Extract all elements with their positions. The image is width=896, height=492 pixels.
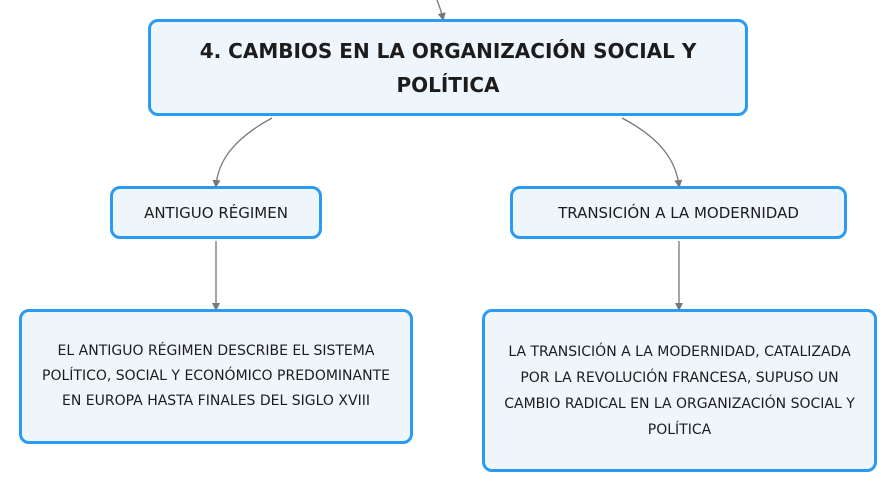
topic-node-antiguo-regimen[interactable]: ANTIGUO RÉGIMEN: [110, 186, 322, 239]
root-topic-label: 4. CAMBIOS EN LA ORGANIZACIÓN SOCIAL Y P…: [199, 38, 697, 97]
topic-node-transicion-modernidad[interactable]: TRANSICIÓN A LA MODERNIDAD: [510, 186, 847, 239]
connector-root-to-transicion: [621, 117, 683, 188]
description-node-transicion-modernidad[interactable]: LA TRANSICIÓN A LA MODERNIDAD, CATALIZAD…: [482, 309, 877, 472]
description-text-transicion-modernidad: LA TRANSICIÓN A LA MODERNIDAD, CATALIZAD…: [504, 343, 855, 438]
description-text-antiguo-regimen: EL ANTIGUO RÉGIMEN DESCRIBE EL SISTEMA P…: [42, 343, 390, 409]
topic-label-transicion-modernidad: TRANSICIÓN A LA MODERNIDAD: [558, 203, 799, 222]
topic-label-antiguo-regimen: ANTIGUO RÉGIMEN: [144, 203, 288, 222]
root-topic-node[interactable]: 4. CAMBIOS EN LA ORGANIZACIÓN SOCIAL Y P…: [148, 19, 748, 116]
connector-root-to-antiguo: [212, 117, 273, 188]
description-node-antiguo-regimen[interactable]: EL ANTIGUO RÉGIMEN DESCRIBE EL SISTEMA P…: [19, 309, 413, 444]
connector-incoming: [436, 0, 446, 21]
